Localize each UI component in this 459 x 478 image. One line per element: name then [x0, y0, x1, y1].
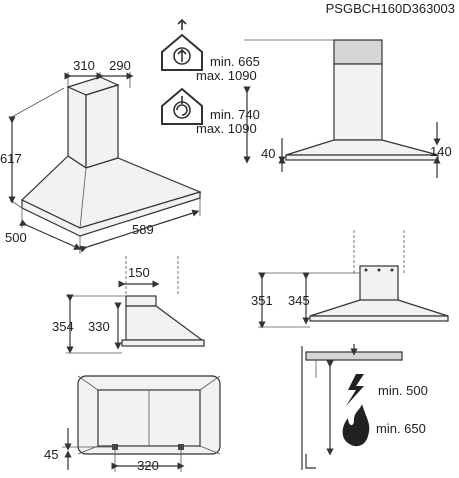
dim-351: 351: [251, 293, 273, 308]
chimney-front: [85, 84, 119, 169]
dim-45: 45: [44, 447, 58, 462]
back-rim: [309, 315, 449, 322]
clearance-hood: [305, 351, 403, 361]
recirculation-mode: min. 740 max. 1090: [161, 87, 260, 136]
venting-min: min. 665: [210, 54, 260, 69]
dim-290: 290: [109, 58, 131, 73]
side-rim: [121, 339, 205, 347]
back-canopy: [309, 299, 449, 317]
isometric-view: 310 290 617 500 589: [0, 58, 202, 254]
mount-hole-right: [178, 444, 184, 450]
dim-345: 345: [288, 293, 310, 308]
dim-150: 150: [128, 265, 150, 280]
bottom-view: 45 320: [44, 375, 221, 473]
dim-140: 140: [430, 144, 452, 159]
model-code: PSGBCH160D363003: [326, 1, 455, 16]
recirc-min: min. 740: [210, 107, 260, 122]
gas-flame-icon: [342, 404, 370, 447]
back-view: 351 345: [251, 230, 449, 329]
chimney-upper: [333, 39, 383, 65]
side-view: 150 354 330: [52, 256, 205, 354]
dim-310: 310: [73, 58, 95, 73]
mount-hole-left: [112, 444, 118, 450]
chimney-lower: [333, 63, 383, 141]
dim-330: 330: [88, 319, 110, 334]
side-chimney: [125, 295, 157, 307]
dim-320: 320: [137, 458, 159, 473]
venting-max: max. 1090: [196, 68, 257, 83]
gas-clearance: min. 650: [376, 421, 426, 436]
dim-500: 500: [5, 230, 27, 245]
clearance-view: min. 500 min. 650: [301, 344, 428, 470]
recirculation-house-icon: [161, 87, 203, 125]
front-rim: [285, 154, 439, 161]
venting-mode: min. 665 max. 1090: [161, 18, 260, 83]
chimney-left: [67, 86, 87, 170]
dim-40: 40: [261, 146, 275, 161]
front-canopy: [285, 139, 439, 156]
electric-clearance: min. 500: [378, 383, 428, 398]
electric-heat-icon: [346, 374, 364, 406]
dim-589: 589: [132, 222, 154, 237]
recirc-max: max. 1090: [196, 121, 257, 136]
side-canopy: [125, 305, 204, 341]
dim-617: 617: [0, 151, 22, 166]
dim-354: 354: [52, 319, 74, 334]
front-view: 40 140: [243, 39, 452, 178]
exhaust-house-icon: [161, 18, 203, 71]
